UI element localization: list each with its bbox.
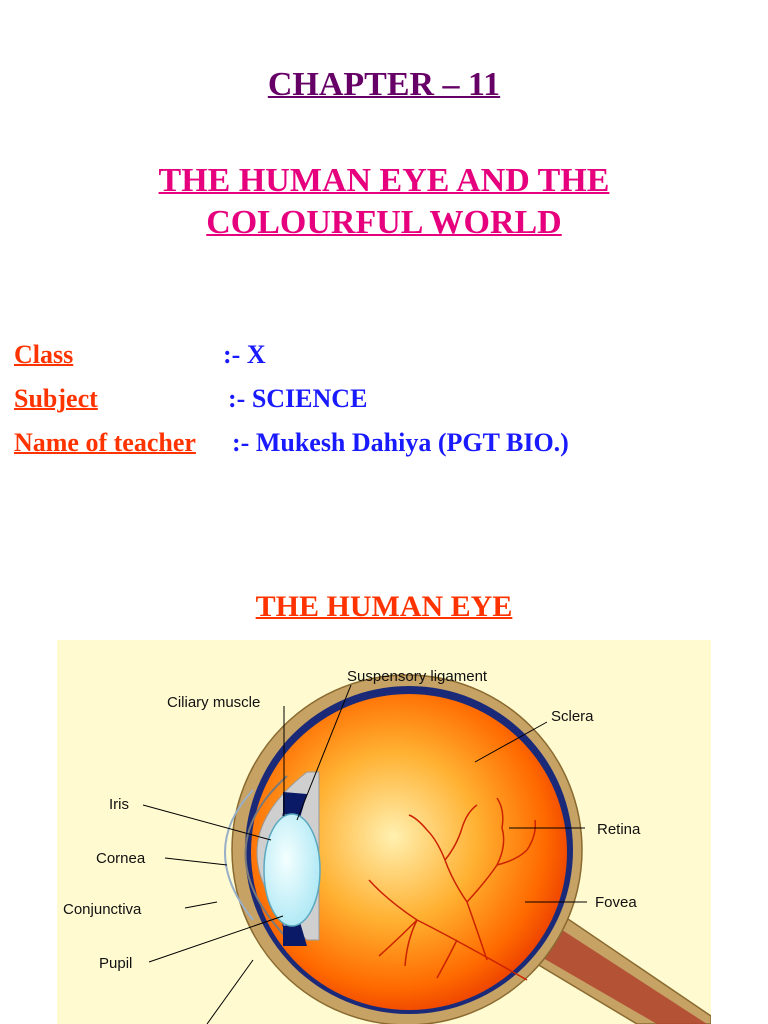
conjunctiva-curve — [224, 789, 254, 921]
label-ciliary-muscle: Ciliary muscle — [167, 694, 260, 711]
class-label: Class — [14, 340, 74, 369]
label-suspensory-ligament: Suspensory ligament — [347, 668, 488, 685]
section-heading: THE HUMAN EYE — [255, 590, 513, 623]
title-line-2: COLOURFUL WORLD — [206, 204, 562, 241]
chapter-heading: CHAPTER – 11 — [267, 66, 501, 103]
lens — [263, 813, 321, 927]
cornea-curve — [244, 775, 288, 937]
page-title: THE HUMAN EYE AND THE COLOURFUL WORLD — [0, 160, 768, 244]
eye-illustration: Suspensory ligament Ciliary muscle Scler… — [63, 668, 711, 1024]
teacher-value: :- Mukesh Dahiya (PGT BIO.) — [232, 428, 569, 457]
retinal-vessels — [368, 797, 537, 981]
label-fovea: Fovea — [595, 894, 637, 911]
label-pupil: Pupil — [99, 955, 132, 972]
eye-diagram: Suspensory ligament Ciliary muscle Scler… — [57, 640, 711, 1024]
leader-lines — [142, 684, 587, 1024]
title-line-1: THE HUMAN EYE AND THE — [158, 162, 610, 199]
label-retina: Retina — [597, 821, 641, 838]
subject-label: Subject — [14, 384, 98, 413]
vitreous-body — [251, 694, 567, 1010]
label-sclera: Sclera — [551, 708, 594, 725]
label-conjunctiva: Conjunctiva — [63, 901, 142, 918]
class-value: :- X — [223, 340, 266, 369]
label-iris: Iris — [109, 796, 129, 813]
subject-value: :- SCIENCE — [228, 384, 368, 413]
label-cornea: Cornea — [96, 850, 146, 867]
teacher-label: Name of teacher — [14, 428, 196, 457]
